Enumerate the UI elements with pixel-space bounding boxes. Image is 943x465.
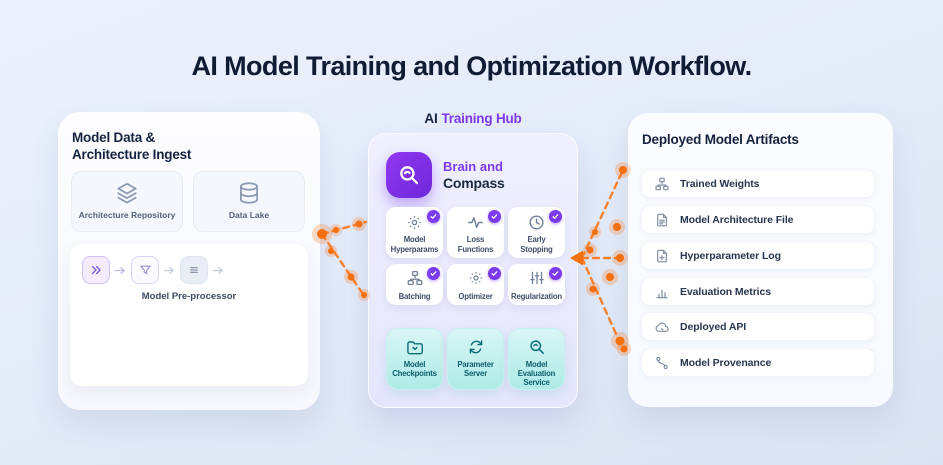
artifact-label: Model Provenance (680, 356, 772, 369)
artifacts-panel: Deployed Model Artifacts Trained Weights… (628, 113, 893, 407)
preprocessor-label: Model Pre-processor (141, 291, 237, 302)
check-icon (427, 210, 440, 223)
ingest-panel: Model Data & Architecture Ingest Archite… (58, 112, 320, 410)
service-label: Model Evaluation Service (517, 360, 556, 388)
chevrons-right-icon (82, 256, 110, 284)
activity-icon (466, 213, 485, 232)
cloud-icon (654, 319, 670, 335)
service-parameter-server: Parameter Server (447, 328, 504, 390)
feature-label: Regularization (511, 291, 562, 301)
arrow-right-icon (163, 264, 176, 277)
arrow-right-icon (114, 264, 127, 277)
artifact-label: Trained Weights (680, 177, 760, 190)
data-lake-card: Data Lake (193, 171, 305, 232)
bar-chart-icon (654, 284, 670, 300)
check-icon (427, 267, 440, 280)
artifact-label: Model Architecture File (680, 213, 794, 226)
search-icon (527, 337, 547, 357)
service-model-checkpoints: Model Checkpoints (386, 328, 443, 390)
artifact-trained-weights: Trained Weights (641, 169, 875, 198)
service-label: Model Checkpoints (392, 360, 437, 379)
brand-line1: Brain and (443, 159, 503, 174)
artifact-label: Deployed API (680, 320, 747, 333)
architecture-repository-card: Architecture Repository (71, 171, 183, 232)
check-icon (549, 267, 562, 280)
service-label: Parameter Server (457, 360, 494, 379)
dotted-sun-icon (405, 213, 424, 232)
check-icon (488, 267, 501, 280)
preprocessor-box: Model Pre-processor (70, 244, 308, 386)
ingest-panel-title: Model Data & Architecture Ingest (72, 130, 192, 162)
page-title: AI Model Training and Optimization Workf… (191, 51, 752, 81)
hub-panel: Brain and Compass Model Hyperparams Loss… (368, 133, 578, 408)
hierarchy-icon (406, 269, 424, 287)
check-icon (549, 210, 562, 223)
feature-regularization: Regularization (508, 264, 565, 305)
funnel-icon (131, 256, 159, 284)
feature-label: Model Hyperparams (390, 235, 439, 254)
hub-heading-accent: Training Hub (441, 111, 522, 126)
feature-label: Early Stopping (520, 235, 553, 254)
artifact-architecture-file: Model Architecture File (641, 205, 875, 234)
feature-label: Batching (398, 291, 431, 301)
artifact-label: Hyperparameter Log (680, 249, 781, 262)
feature-model-hyperparams: Model Hyperparams (386, 207, 443, 258)
folder-check-icon (405, 337, 425, 357)
brand-line2: Compass (443, 175, 505, 191)
artifact-model-provenance: Model Provenance (641, 348, 875, 377)
database-icon (236, 180, 262, 206)
brand-text: Brain and Compass (443, 158, 505, 192)
artifact-label: Evaluation Metrics (680, 285, 771, 298)
artifacts-panel-title: Deployed Model Artifacts (642, 132, 799, 147)
dotted-sun-icon (467, 269, 485, 287)
clock-icon (527, 213, 546, 232)
artifact-evaluation-metrics: Evaluation Metrics (641, 277, 875, 306)
layers-icon (114, 180, 140, 206)
feature-label: Optimizer (458, 291, 493, 301)
preprocessor-steps (82, 256, 225, 284)
check-icon (488, 210, 501, 223)
service-model-evaluation: Model Evaluation Service (508, 328, 565, 390)
feature-loss-functions: Loss Functions (447, 207, 504, 258)
sliders-icon (528, 269, 546, 287)
sync-icon (466, 337, 486, 357)
hub-heading-prefix: AI (424, 111, 438, 126)
feature-batching: Batching (386, 264, 443, 305)
branch-icon (654, 355, 670, 371)
list-icon (180, 256, 208, 284)
feature-early-stopping: Early Stopping (508, 207, 565, 258)
artifact-deployed-api: Deployed API (641, 312, 875, 341)
hierarchy-icon (654, 176, 670, 192)
feature-label: Loss Functions (457, 235, 494, 254)
file-plus-icon (654, 248, 670, 264)
feature-optimizer: Optimizer (447, 264, 504, 305)
arrow-right-icon (212, 264, 225, 277)
source-label: Architecture Repository (78, 210, 176, 220)
source-label: Data Lake (228, 210, 270, 220)
artifact-hyperparameter-log: Hyperparameter Log (641, 241, 875, 270)
file-text-icon (654, 212, 670, 228)
search-icon (386, 152, 432, 198)
